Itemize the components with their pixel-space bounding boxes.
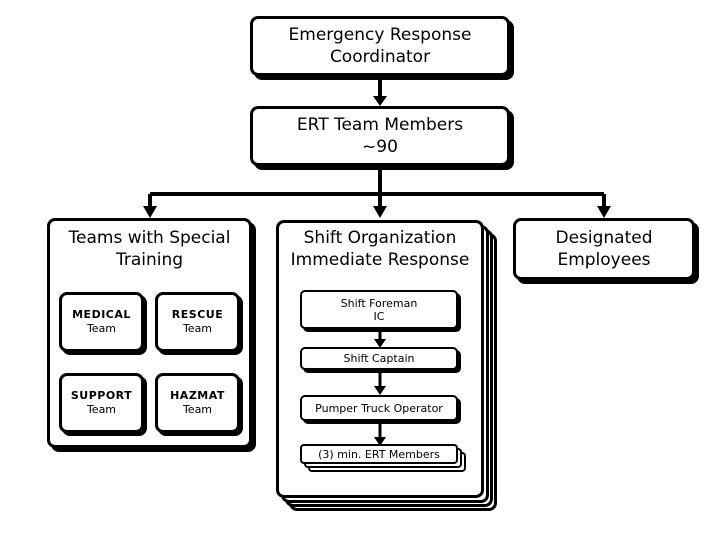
coordinator-line2: Coordinator [329,47,431,67]
ert-members-min-box: (3) min. ERT Members [300,444,458,464]
rescue-team-sub: Team [182,322,213,335]
shift-captain-label: Shift Captain [343,352,415,365]
shift-foreman-line1: Shift Foreman [340,296,418,310]
support-team-box: SUPPORT Team [59,373,144,433]
hazmat-team-sub: Team [182,403,213,416]
arrowhead-members [374,437,386,446]
ert-line1: ERT Team Members [296,115,464,135]
hazmat-team-box: HAZMAT Team [155,373,240,433]
support-team-sub: Team [86,403,117,416]
rescue-team-name: RESCUE [171,308,224,321]
shift-title-line2: Immediate Response [290,250,470,270]
hazmat-team-name: HAZMAT [170,389,225,402]
rescue-team-box: RESCUE Team [155,292,240,352]
shift-title: Shift Organization Immediate Response [279,227,481,271]
arrowhead-special [143,206,157,218]
ert-line2: ~90 [362,137,398,157]
designated-line1: Designated [555,228,653,248]
special-title-line1: Teams with Special [68,228,231,248]
arrowhead-designated [597,206,611,218]
coordinator-box: Emergency Response Coordinator [250,16,510,76]
medical-team-name: MEDICAL [72,308,131,321]
ert-members-box: ERT Team Members ~90 [250,106,510,166]
arrowhead-ert [373,96,387,106]
shift-captain-box: Shift Captain [300,347,458,370]
support-team-name: SUPPORT [70,389,133,402]
pumper-operator-box: Pumper Truck Operator [300,395,458,421]
ert-members-min-label: (3) min. ERT Members [318,447,440,461]
medical-team-box: MEDICAL Team [59,292,144,352]
arrowhead-captain [374,339,386,348]
shift-foreman-box: Shift Foreman IC [300,290,458,329]
pumper-operator-label: Pumper Truck Operator [315,401,443,415]
designated-employees-box: Designated Employees [513,218,695,280]
special-training-title: Teams with Special Training [50,227,249,271]
arrowhead-pumper [374,386,386,395]
shift-foreman-line2: IC [373,309,385,323]
coordinator-line1: Emergency Response [288,25,472,45]
arrowhead-shift [373,206,387,218]
medical-team-sub: Team [86,322,117,335]
designated-line2: Employees [557,250,651,270]
special-title-line2: Training [115,250,184,270]
shift-title-line1: Shift Organization [303,228,457,248]
